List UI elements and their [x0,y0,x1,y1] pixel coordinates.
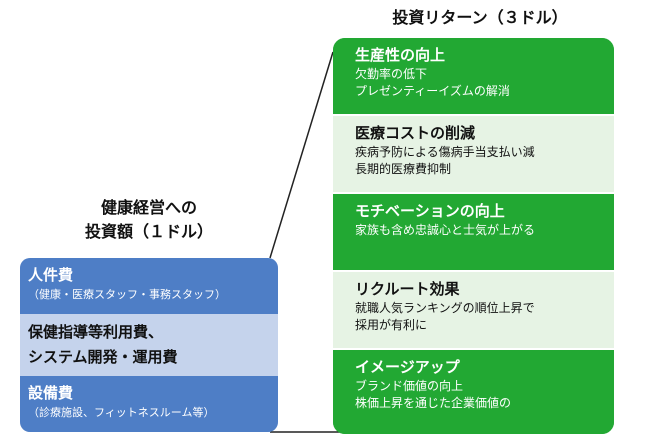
return-productivity-line1: 欠勤率の低下 [355,67,428,81]
investment-services-line2: システム開発・運用費 [28,348,178,366]
return-recruiting-line1: 就職人気ランキングの順位上昇で [355,301,535,315]
return-image-line1: ブランド価値の向上 [355,379,464,393]
return-medical-cost-head: 医療コストの削減 [355,124,476,142]
investment-facilities: 設備費 （診療施設、フィットネスルーム等） [20,376,278,432]
investment-personnel: 人件費 （健康・医療スタッフ・事務スタッフ） [20,258,278,314]
return-productivity-head: 生産性の向上 [355,46,446,64]
return-recruiting: リクルート効果 就職人気ランキングの順位上昇で 採用が有利に [333,272,614,350]
investment-services: 保健指導等利用費、 システム開発・運用費 [20,314,278,376]
return-image-head: イメージアップ [355,358,460,376]
return-motivation-head: モチベーションの向上 [355,202,505,220]
investment-title-line2: 投資額（１ドル） [84,222,213,241]
investment-title: 健康経営への 投資額（１ドル） [20,196,278,244]
return-recruiting-line2: 採用が有利に [355,318,428,332]
return-stack: 生産性の向上 欠勤率の低下 プレゼンティーイズムの解消 医療コストの削減 疾病予… [333,38,614,434]
return-medical-cost-line2: 長期的医療費抑制 [355,162,452,176]
return-image: イメージアップ ブランド価値の向上 株価上昇を通じた企業価値の [333,350,614,434]
return-medical-cost: 医療コストの削減 疾病予防による傷病手当支払い減 長期的医療費抑制 [333,116,614,194]
return-title: 投資リターン（３ドル） [392,8,568,27]
investment-stack: 人件費 （健康・医療スタッフ・事務スタッフ） 保健指導等利用費、 システム開発・… [20,258,278,432]
investment-personnel-sub: （健康・医療スタッフ・事務スタッフ） [28,288,226,301]
return-recruiting-head: リクルート効果 [355,280,460,298]
return-productivity-line2: プレゼンティーイズムの解消 [355,84,510,98]
return-motivation-line1: 家族も含め忠誠心と士気が上がる [355,223,536,237]
investment-facilities-head: 設備費 [28,384,74,402]
return-motivation: モチベーションの向上 家族も含め忠誠心と士気が上がる [333,194,614,272]
investment-personnel-head: 人件費 [28,266,74,284]
investment-services-line1: 保健指導等利用費、 [28,323,164,341]
return-productivity: 生産性の向上 欠勤率の低下 プレゼンティーイズムの解消 [333,38,614,116]
return-image-line2: 株価上昇を通じた企業価値の [355,396,512,410]
investment-facilities-sub: （診療施設、フィットネスルーム等） [28,406,215,419]
return-medical-cost-line1: 疾病予防による傷病手当支払い減 [355,145,535,159]
connector-top [269,51,334,259]
investment-title-line1: 健康経営への [100,198,197,217]
